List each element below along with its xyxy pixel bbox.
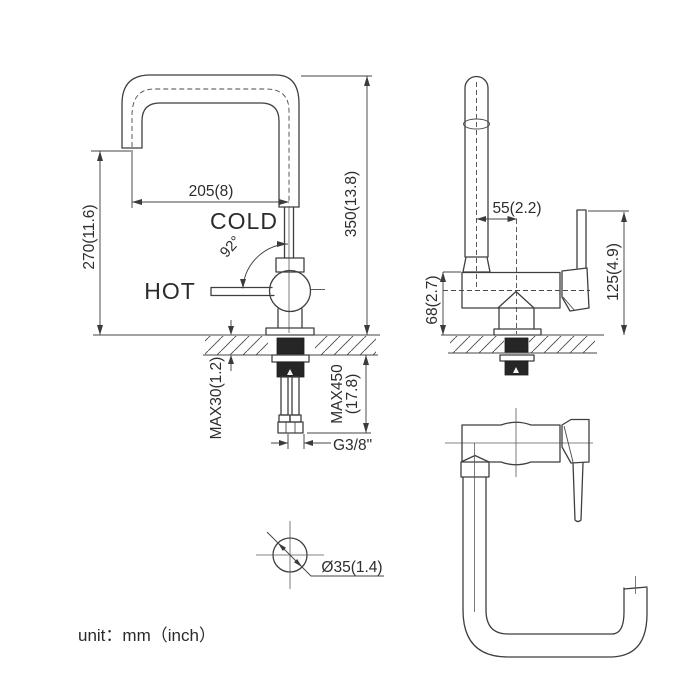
body-top-outline — [461, 421, 561, 466]
spout-elbow-top — [460, 454, 490, 478]
base-flange-front — [493, 328, 542, 336]
mounting-nut — [276, 361, 305, 378]
counter-hatch-right — [315, 336, 376, 355]
hex-nut-facets — [285, 422, 296, 433]
dim-205-arrow-right — [279, 199, 289, 205]
handle-base-front — [561, 267, 590, 312]
dim-g38-arrow-right — [304, 440, 313, 446]
dim-max30-label: MAX30(1.2) — [208, 357, 225, 440]
dim-270-label: 270(11.6) — [81, 204, 98, 269]
hole-diameter-label: Ø35(1.4) — [321, 559, 382, 576]
handle-angle-label: 92° — [217, 233, 245, 261]
hole-arrow-lower — [294, 559, 302, 567]
handle-lever-front — [576, 209, 587, 269]
base-plate — [265, 327, 315, 336]
nut-mark — [287, 369, 293, 375]
deck-seal-front — [504, 337, 529, 353]
dim-125-label: 125(4.9) — [605, 243, 622, 301]
dim-55-arrow-right — [507, 216, 517, 222]
dim-55-label: 55(2.2) — [492, 200, 541, 217]
handle-cap-detail — [563, 425, 574, 463]
spout-inner-outline — [141, 102, 280, 208]
handle-lever-top — [572, 462, 584, 523]
dim-350-label: 350(13.8) — [343, 171, 360, 237]
hole-detail: Ø35(1.4) — [256, 521, 384, 589]
spout-curve-outer — [462, 587, 648, 658]
body-v-mark — [497, 290, 535, 309]
counter-hatch-left — [205, 336, 268, 355]
counter-hatch-front-right — [529, 336, 595, 353]
hole-arrow-upper — [278, 543, 286, 551]
deck-seal — [276, 337, 305, 355]
spout-tube-top — [462, 476, 487, 611]
handle-lever-side — [210, 286, 275, 297]
dim-g38-ticks — [287, 434, 305, 449]
riser-front-outline — [464, 75, 489, 258]
cartridge-stem — [283, 206, 295, 259]
supply-hose-right — [291, 376, 300, 416]
angle-arc-arrow-bottom — [240, 279, 246, 288]
top-view — [445, 408, 648, 658]
angle-arc-arrow-top — [277, 241, 287, 247]
mixer-body-circle — [268, 269, 312, 313]
spout-curve-inner — [485, 587, 625, 635]
dim-125-arrow-bottom — [621, 325, 627, 335]
handle-cap-top — [561, 418, 590, 464]
hose-collar-right — [289, 414, 302, 423]
unit-note: unit：mm（inch） — [78, 626, 216, 645]
hot-label: HOT — [144, 278, 196, 304]
dim-max450-label-1: MAX450 — [329, 364, 346, 424]
dim-350-arrow-bottom — [364, 325, 370, 335]
dim-125-arrow-top — [621, 212, 627, 222]
stem-collar — [275, 257, 305, 273]
dim-270-arrow-top — [97, 151, 103, 161]
mounting-flange — [271, 354, 310, 363]
dim-max450-arrow-bottom — [363, 423, 369, 433]
dim-205-label: 205(8) — [189, 183, 234, 200]
dim-68-arrow-bottom — [440, 325, 446, 335]
dim-max30-arrow-bottom — [228, 355, 234, 364]
dim-max30-arrow-top — [228, 326, 234, 335]
dim-55-arrow-left — [476, 216, 486, 222]
cold-label: COLD — [210, 208, 278, 234]
handle-base-chamfer — [562, 296, 576, 312]
spout-outer-outline — [121, 74, 300, 208]
hose-hex-nut — [277, 421, 304, 434]
dim-350-arrow-top — [364, 76, 370, 86]
front-view: 55(2.2) 68(2.7) 125(4.9) — [424, 75, 629, 376]
dim-68-label: 68(2.7) — [424, 275, 441, 324]
dim-max450-label-2: (17.8) — [344, 374, 361, 415]
side-view: 350(13.8) 270(11.6) 205(8) COLD HOT 92° … — [81, 74, 380, 454]
supply-hose-left — [280, 376, 289, 416]
nut-mark-front — [513, 367, 519, 373]
body-column — [277, 308, 303, 329]
pipe-centerline — [131, 88, 290, 204]
mounting-flange-front — [499, 354, 535, 362]
dim-270-arrow-bottom — [97, 325, 103, 335]
counter-hatch-front-left — [450, 336, 504, 353]
hose-collar-left — [278, 414, 291, 423]
dim-max450-arrow-top — [363, 355, 369, 365]
handle-angle-arc — [242, 243, 289, 289]
dim-205-arrow-left — [132, 199, 142, 205]
dim-g38-label: G3/8" — [333, 437, 372, 454]
dim-68-arrow-top — [440, 272, 446, 282]
neck-front — [498, 307, 535, 330]
dim-g38-arrow-left — [279, 440, 288, 446]
